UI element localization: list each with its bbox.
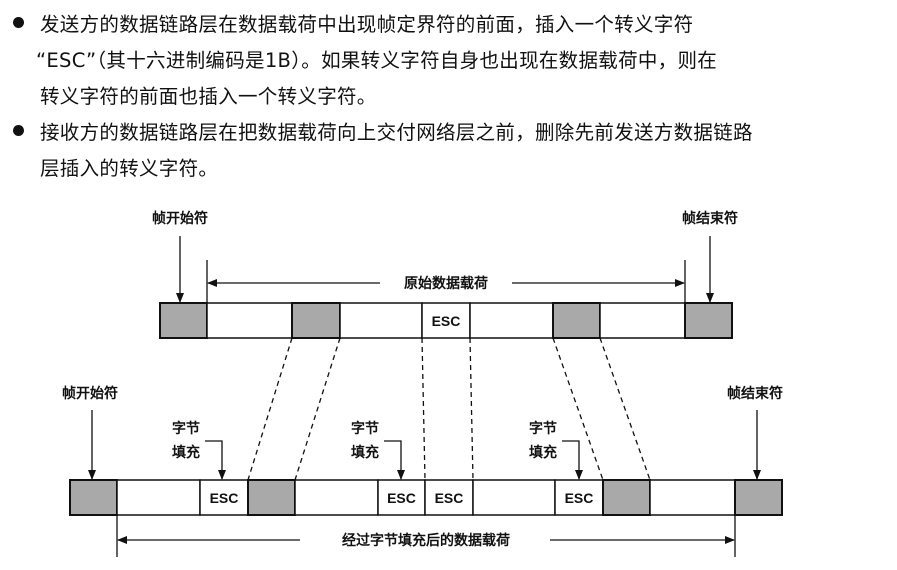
bullet-1-line-1: 发送方的数据链路层在数据载荷中出现帧定界符的前面，插入一个转义字符 <box>40 13 694 36</box>
esc-cell <box>424 479 474 516</box>
bullet-2-line-2: 层插入的转义字符。 <box>40 157 219 180</box>
esc-cell <box>199 479 249 516</box>
bullet-1-line-2: “ESC”（其十六进制编码是1B）。如果转义字符自身也出现在数据载荷中，则在 <box>36 49 718 72</box>
payload-cell <box>599 302 686 339</box>
bottom-end-label: 帧结束符 <box>727 385 783 402</box>
payload-cell <box>472 479 556 516</box>
payload-cell <box>469 302 554 339</box>
delimiter-cell <box>684 302 733 339</box>
stuff-label: 字节 <box>172 420 200 437</box>
delimiter-cell <box>69 479 118 516</box>
delimiter-cell <box>247 479 296 516</box>
bottom-payload-label: 经过字节填充后的数据载荷 <box>342 532 510 549</box>
stuff-label: 填充 <box>351 444 379 461</box>
stuff-label: 字节 <box>529 420 557 437</box>
payload-cell <box>206 302 293 339</box>
esc-label: ESC <box>210 490 239 506</box>
top-start-label: 帧开始符 <box>152 210 208 227</box>
payload-cell <box>649 479 736 516</box>
stuff-label: 填充 <box>529 444 557 461</box>
original-frame: ESC <box>159 302 733 339</box>
bullet-1-line-3: 转义字符的前面也插入一个转义字符。 <box>40 85 377 108</box>
esc-cell <box>554 479 604 516</box>
stuff-label: 填充 <box>172 444 200 461</box>
esc-label: ESC <box>435 490 464 506</box>
bottom-start-label: 帧开始符 <box>62 385 118 402</box>
payload-cell <box>339 302 423 339</box>
mapping-lines <box>247 337 651 481</box>
esc-cell <box>377 479 426 516</box>
delimiter-cell <box>734 479 783 516</box>
delimiter-cell <box>291 302 341 339</box>
bullet-icon <box>13 125 24 136</box>
esc-label: ESC <box>387 490 416 506</box>
delimiter-cell <box>159 302 208 339</box>
top-payload-label: 原始数据载荷 <box>404 275 488 292</box>
bullet-icon <box>13 17 24 28</box>
esc-label: ESC <box>432 313 461 329</box>
stuff-label: 字节 <box>351 420 379 437</box>
payload-cell <box>294 479 379 516</box>
payload-cell <box>116 479 201 516</box>
delimiter-cell <box>552 302 601 339</box>
esc-label: ESC <box>565 490 594 506</box>
stuffed-frame: ESC ESC ESC ESC <box>69 479 783 516</box>
top-end-label: 帧结束符 <box>682 210 738 227</box>
delimiter-cell <box>602 479 651 516</box>
bullet-2-line-1: 接收方的数据链路层在把数据载荷向上交付网络层之前，删除先前发送方数据链路 <box>40 121 753 144</box>
